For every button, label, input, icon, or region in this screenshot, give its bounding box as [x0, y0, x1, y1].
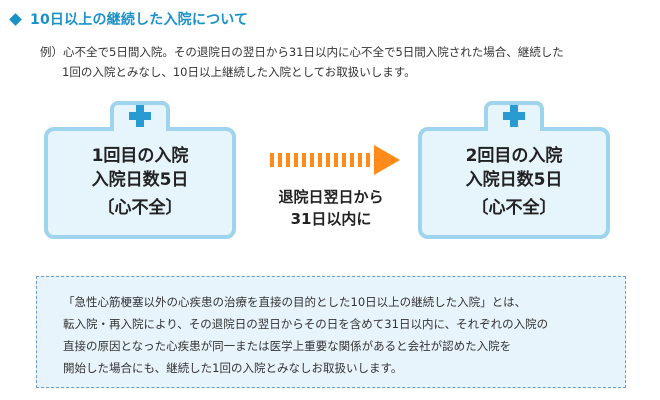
medical-cross-icon — [503, 105, 525, 127]
section-heading: 10日以上の継続した入院について — [8, 9, 248, 29]
example-text: 例）心不全で5日間入院。その退院日の翌日から31日以内に心不全で5日間入院された… — [40, 42, 650, 82]
example-line-2: 1回の入院とみなし、10日以上継続した入院としてお取扱いします。 — [62, 65, 416, 79]
dashed-arrow-icon — [270, 145, 400, 175]
definition-note-box: 「急性心筋梗塞以外の心疾患の治療を直接の目的とした10日以上の継続した入院」とは… — [36, 276, 626, 388]
note-line-4: 開始した場合にも、継続した1回の入院とみなしお取扱いします。 — [63, 361, 403, 375]
card-diagnosis: 〔心不全〕 — [471, 198, 557, 218]
note-line-3: 直接の原因となった心疾患が同一または医学上重要な関係があると会社が認めた入院を — [63, 339, 512, 353]
section-title: 10日以上の継続した入院について — [30, 12, 249, 28]
interval-line-2: 31日以内に — [290, 210, 372, 228]
card-days: 入院日数5日 — [91, 170, 189, 190]
medical-cross-icon — [129, 105, 151, 127]
example-line-1: 例）心不全で5日間入院。その退院日の翌日から31日以内に心不全で5日間入院された… — [40, 45, 564, 59]
first-admission-card: 1回目の入院 入院日数5日 〔心不全〕 — [44, 101, 236, 239]
card-title: 1回目の入院 — [91, 146, 189, 166]
diamond-bullet-icon — [9, 12, 22, 26]
card-diagnosis: 〔心不全〕 — [97, 198, 183, 218]
card-title: 2回目の入院 — [465, 146, 563, 166]
interval-line-1: 退院日翌日から — [278, 188, 384, 206]
card-days: 入院日数5日 — [465, 170, 563, 190]
second-admission-card: 2回目の入院 入院日数5日 〔心不全〕 — [418, 101, 610, 239]
interval-caption: 退院日翌日から 31日以内に — [256, 186, 406, 230]
note-line-1: 「急性心筋梗塞以外の心疾患の治療を直接の目的とした10日以上の継続した入院」とは… — [63, 295, 527, 309]
note-line-2: 転入院・再入院により、その退院日の翌日からその日を含めて31日以内に、それぞれの… — [63, 317, 549, 331]
